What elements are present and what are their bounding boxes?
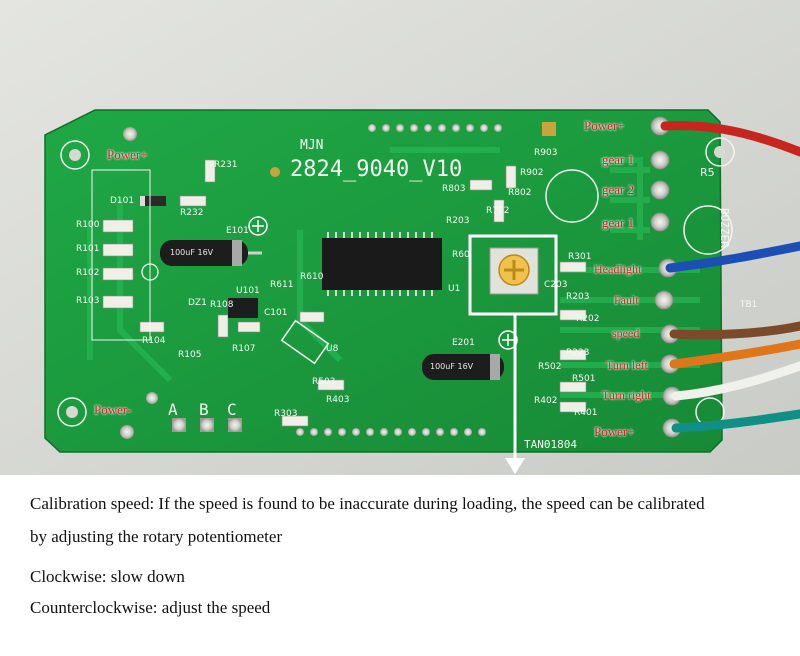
mount-hole [705, 137, 735, 167]
pcb-illustration [0, 0, 800, 475]
ref-u1: U1 [448, 284, 461, 294]
wire-orange [669, 339, 800, 369]
ref-c101: C101 [264, 308, 288, 318]
mount-hole [57, 397, 87, 427]
label-gear-1-b: gear 1 [602, 215, 635, 230]
ref-dz1: DZ1 [188, 298, 207, 308]
cap-e101-text: 100uF 16V [170, 248, 214, 257]
ref-r503: R503 [312, 377, 336, 387]
ref-r101: R101 [76, 244, 100, 254]
pad-label-a: A [168, 400, 178, 419]
ref-c203: C203 [544, 280, 568, 290]
ref-r803: R803 [442, 184, 466, 194]
ref-u8: U8 [326, 344, 339, 354]
pad-label-b: B [199, 400, 209, 419]
pad-label-c: C [227, 400, 237, 419]
main-ic [322, 232, 442, 296]
ref-r232: R232 [180, 208, 204, 218]
clockwise-note: Clockwise: slow down [30, 567, 185, 586]
ref-r611: R611 [270, 280, 294, 290]
ref-r104: R104 [142, 336, 166, 346]
calibration-note: Calibration speed: If the speed is found… [30, 494, 705, 513]
label-fault: Fault [614, 293, 639, 307]
ref-r60: R60 [452, 250, 470, 260]
label-power-plus-bottom: Power+ [594, 424, 635, 439]
wire-brown [669, 321, 800, 340]
ref-e201: E201 [452, 338, 475, 348]
cap-e201-text: 100uF 16V [430, 362, 474, 371]
ref-r223: R223 [566, 348, 590, 358]
buzzer-label: BUZZER [718, 208, 731, 248]
ref-u101: U101 [236, 286, 260, 296]
calibration-note-continued: by adjusting the rotary potentiometer [30, 527, 283, 546]
ref-tb1: TB1 [740, 300, 758, 310]
ref-r501: R501 [572, 374, 596, 384]
ref-d101: D101 [110, 196, 135, 206]
ref-r105: R105 [178, 350, 202, 360]
ref-r802: R802 [508, 188, 532, 198]
label-speed: speed [612, 326, 640, 340]
ref-r401: R401 [574, 408, 598, 418]
ref-r902: R902 [520, 168, 544, 178]
label-headlight: Headlight [594, 262, 642, 276]
board-model: 2824_9040_V10 [290, 157, 463, 182]
ref-r301: R301 [568, 252, 592, 262]
ref-e101: E101 [226, 226, 249, 236]
label-gear-2: gear 2 [602, 182, 635, 197]
wire-teal [671, 409, 800, 433]
label-power-plus-left: Power+ [107, 147, 148, 162]
ref-r5: R5 [700, 166, 715, 179]
ref-r610: R610 [300, 272, 324, 282]
ref-r108: R108 [210, 300, 234, 310]
ref-r403: R403 [326, 395, 350, 405]
pointer-arrowhead [505, 458, 525, 474]
ref-r103: R103 [76, 296, 100, 306]
ref-r303: R303 [274, 409, 298, 419]
ref-r903: R903 [534, 148, 558, 158]
ref-r107: R107 [232, 344, 256, 354]
ref-r502: R502 [538, 362, 562, 372]
ref-r102: R102 [76, 268, 100, 278]
ref-r100: R100 [76, 220, 100, 230]
wire-blue [665, 241, 800, 273]
label-gear-1: gear 1 [602, 152, 635, 167]
board-brand: MJN [300, 138, 324, 153]
ref-r203b: R203 [566, 292, 590, 302]
board-serial: TAN01804 [524, 438, 577, 451]
wire-white [671, 361, 800, 401]
label-power-minus: Power- [94, 402, 132, 417]
counterclockwise-note: Counterclockwise: adjust the speed [30, 598, 271, 617]
capacitor-e201 [422, 330, 518, 380]
ref-r202: R202 [576, 314, 600, 324]
pcb-photo: MJN 2824_9040_V10 TAN01804 BUZZER A B C … [0, 0, 800, 475]
ref-r231: R231 [214, 160, 238, 170]
rotary-potentiometer [489, 247, 539, 295]
wire-red [660, 121, 800, 157]
ref-r702: R702 [486, 206, 510, 216]
potentiometer-highlight [468, 234, 558, 316]
ref-r402: R402 [534, 396, 558, 406]
capacitor-e101 [160, 216, 268, 266]
label-turn-left: Turn left [606, 358, 648, 372]
label-power-plus-top: Power+ [584, 118, 625, 133]
buzzer-outline [683, 205, 733, 255]
mount-hole [60, 140, 90, 170]
ref-r203: R203 [446, 216, 470, 226]
label-turn-right: Turn right [602, 388, 651, 402]
